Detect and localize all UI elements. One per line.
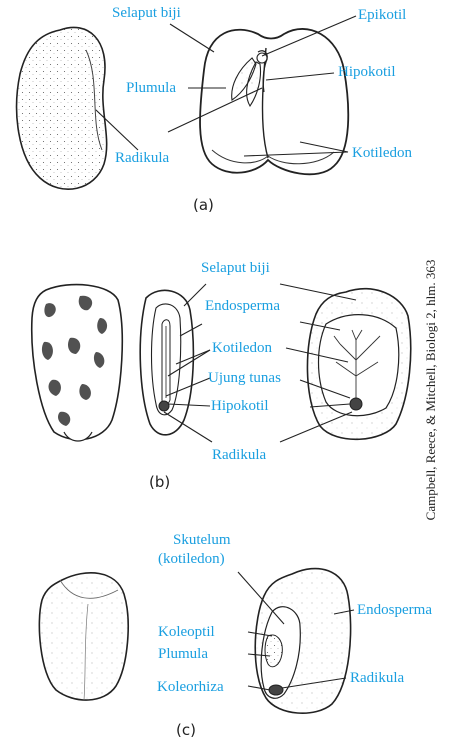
label-c-endosperm: Endosperma	[357, 602, 432, 618]
caption-a: (a)	[193, 197, 214, 213]
maize-kernel-section	[255, 569, 350, 714]
label-b-seed-coat: Selaput biji	[201, 260, 270, 276]
label-a-seed-coat: Selaput biji	[112, 5, 181, 21]
label-c-radicle: Radikula	[350, 670, 404, 686]
label-c-scutellum-note: (kotiledon)	[158, 551, 225, 567]
caption-c: (c)	[176, 722, 196, 738]
label-a-epicotyl: Epikotil	[358, 7, 406, 23]
label-b-hypocotyl: Hipokotil	[211, 398, 269, 414]
source-credit: Campbell, Reece, & Mitchell, Biologi 2, …	[423, 260, 439, 521]
label-a-cotyledons: Kotiledon	[352, 145, 412, 161]
label-b-cotyledons: Kotiledon	[212, 340, 272, 356]
label-c-coleoptile: Koleoptil	[158, 624, 215, 640]
maize-kernel-exterior	[39, 573, 128, 700]
label-c-coleorhiza: Koleorhiza	[157, 679, 224, 695]
label-b-radicle: Radikula	[212, 447, 266, 463]
castor-seed-exterior	[32, 285, 123, 441]
label-a-radicle: Radikula	[115, 150, 169, 166]
label-a-hypocotyl: Hipokotil	[338, 64, 396, 80]
castor-seed-section-front	[307, 289, 410, 440]
label-c-scutellum: Skutelum	[173, 532, 231, 548]
label-c-plumule: Plumula	[158, 646, 208, 662]
label-b-shoot-tip: Ujung tunas	[208, 370, 281, 386]
label-a-plumule: Plumula	[126, 80, 176, 96]
caption-b: (b)	[149, 474, 170, 490]
bean-seed-exterior	[17, 27, 107, 189]
label-b-endosperm: Endosperma	[205, 298, 280, 314]
